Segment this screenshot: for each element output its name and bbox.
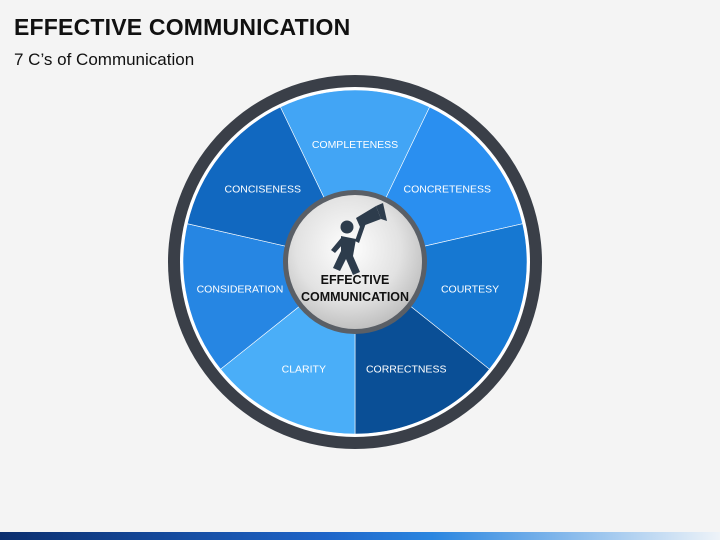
segments-group xyxy=(182,89,528,435)
segment-label-clarity: CLARITY xyxy=(282,363,326,375)
segment-labels-group: COMPLETENESS CONCRETENESS COURTESY CORRECTN… xyxy=(197,139,500,375)
center-label-line-2: COMMUNICATION xyxy=(301,290,409,304)
segment-label-concreteness: CONCRETENESS xyxy=(403,183,491,195)
person-with-megaphone-icon xyxy=(331,203,387,275)
segment-label-conciseness: CONCISENESS xyxy=(225,183,301,195)
center-label-line-1: EFFECTIVE xyxy=(321,273,390,287)
slide-title: EFFECTIVE COMMUNICATION xyxy=(14,14,351,40)
segment-label-correctness: CORRECTNESS xyxy=(366,363,447,375)
segment-label-completeness: COMPLETENESS xyxy=(312,139,398,151)
segment-label-consideration: CONSIDERATION xyxy=(197,283,284,295)
bottom-accent-bar xyxy=(0,532,720,540)
segment-label-courtesy: COURTESY xyxy=(441,283,499,295)
slide-subtitle: 7 C’s of Communication xyxy=(14,50,195,69)
